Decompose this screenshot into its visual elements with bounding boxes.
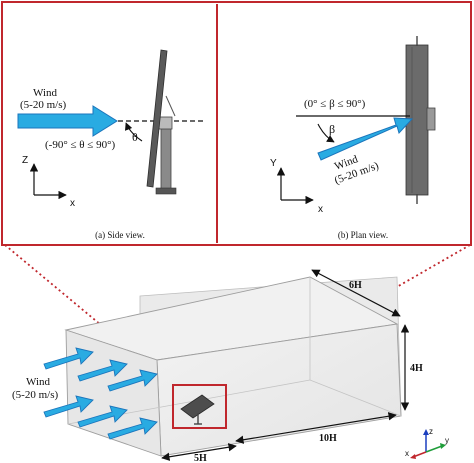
dim-6h-label: 6H xyxy=(349,280,362,291)
dim-10h-line xyxy=(235,412,397,444)
plan-axis-x-label: x xyxy=(318,204,323,215)
side-view: Wind (5-20 m/s) θ (-90° ≤ θ ≤ 90°) Z x (… xyxy=(17,49,205,240)
dim-10h-label: 10H xyxy=(319,433,337,444)
plan-caption: (b) Plan view. xyxy=(338,230,388,240)
side-brace xyxy=(165,95,176,117)
triad-y-axis xyxy=(425,445,443,453)
dim-6h-line xyxy=(311,269,401,317)
side-theta-symbol: θ xyxy=(132,130,138,144)
domain-left-face xyxy=(65,329,162,457)
triad-z-head xyxy=(423,429,429,435)
dimension-6h: 6H xyxy=(311,269,401,317)
side-axis-z-label: Z xyxy=(22,155,28,166)
inlet-arrow-2 xyxy=(77,359,128,382)
triad-x-head xyxy=(410,454,416,459)
inlet-arrow-4 xyxy=(43,395,94,418)
plan-axis-y-label: Y xyxy=(270,158,277,169)
dimension-5h: 5H xyxy=(161,443,237,463)
tracker-panel xyxy=(180,394,215,419)
dim-5h-line xyxy=(161,443,237,461)
triad-y-label: y xyxy=(445,436,449,445)
inlet-wind-arrows xyxy=(43,347,158,440)
plan-view: (0° ≤ β ≤ 90°) β Wind (5-20 m/s) Y x (b)… xyxy=(270,36,436,240)
plan-hub xyxy=(426,107,436,131)
plan-beta-symbol: β xyxy=(329,122,335,136)
inlet-arrow-1 xyxy=(43,347,94,370)
side-caption: (a) Side view. xyxy=(95,230,145,240)
zoom-line-left xyxy=(4,244,174,386)
side-theta-range: (-90° ≤ θ ≤ 90°) xyxy=(45,139,115,151)
triad-x-label: x xyxy=(405,449,409,458)
domain-back-edge-3 xyxy=(309,379,402,417)
triad-y-head xyxy=(440,443,446,449)
side-hub xyxy=(158,116,173,130)
dimension-10h: 10H xyxy=(235,412,397,444)
inlet-arrow-5 xyxy=(77,405,128,428)
triad-z-label: z xyxy=(429,427,433,436)
side-theta-arc xyxy=(125,122,143,142)
side-wind-arrow xyxy=(17,105,118,137)
side-axis-x-label: x xyxy=(70,198,75,209)
side-wind-label: Wind xyxy=(33,87,57,99)
domain-wind-speed: (5-20 m/s) xyxy=(12,389,58,401)
tracker-model xyxy=(180,394,215,425)
inlet-arrow-6 xyxy=(107,417,158,440)
inlet-arrow-3 xyxy=(107,369,158,392)
domain-wind-label: Wind xyxy=(26,376,50,388)
dimension-4h: 4H xyxy=(400,324,423,411)
side-panel xyxy=(146,49,168,188)
coordinate-triad: z y x xyxy=(405,427,449,459)
dim-4h-label: 4H xyxy=(410,363,423,374)
tracker-highlight-box xyxy=(172,384,227,429)
plan-beta-range: (0° ≤ β ≤ 90°) xyxy=(304,98,366,110)
plan-beta-arc xyxy=(317,123,335,143)
plan-wind-arrow xyxy=(317,117,414,161)
side-post xyxy=(160,119,172,191)
dim-5h-label: 5H xyxy=(194,453,207,463)
side-post-base xyxy=(155,187,177,195)
side-wind-speed: (5-20 m/s) xyxy=(20,99,66,111)
